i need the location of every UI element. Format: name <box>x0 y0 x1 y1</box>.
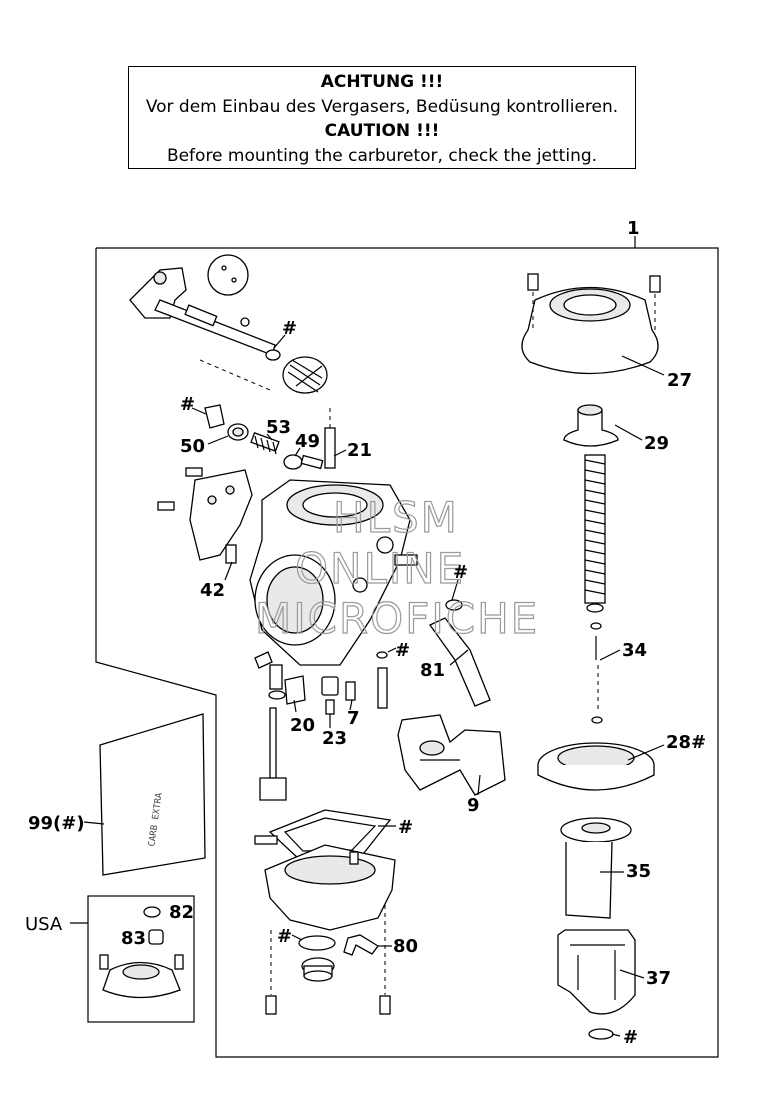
part-35-slide <box>560 817 632 919</box>
label-hash-jet: # <box>395 640 410 661</box>
part-throttle-shaft <box>129 254 276 391</box>
part-53-spring <box>250 432 280 455</box>
label-49: 49 <box>295 431 320 452</box>
label-hash-top: # <box>282 318 297 339</box>
leader-lines <box>70 334 665 1037</box>
label-82: 82 <box>169 902 194 923</box>
label-23: 23 <box>322 728 347 749</box>
part-carburetor-body <box>249 479 418 666</box>
part-return-spring <box>265 349 328 394</box>
part-mixture-screw <box>259 707 287 801</box>
label-37: 37 <box>646 968 671 989</box>
label-21: 21 <box>347 440 372 461</box>
label-50: 50 <box>180 436 205 457</box>
usa-box <box>87 895 195 1023</box>
part-29-spring-seat <box>563 404 619 447</box>
label-1: 1 <box>627 218 640 239</box>
label-hash-gasket: # <box>398 817 413 838</box>
label-29: 29 <box>644 433 669 454</box>
part-bracket <box>157 467 253 564</box>
label-53: 53 <box>266 417 291 438</box>
watermark-line-3: MICROFICHE <box>255 594 539 643</box>
part-20-starter-plunger <box>268 664 306 705</box>
part-9-float <box>397 714 506 796</box>
caution-heading-en: CAUTION !!! <box>324 121 440 141</box>
label-80: 80 <box>393 936 418 957</box>
part-bowl-screws <box>265 905 391 1015</box>
label-hash-mid: # <box>453 562 468 583</box>
label-hash-50: # <box>180 394 195 415</box>
part-49-needle-valve <box>283 454 324 470</box>
watermark: HLSM ONLINE MICROFICHE <box>254 492 539 643</box>
caution-heading-de: ACHTUNG !!! <box>320 72 444 92</box>
watermark-line-2: ONLINE <box>295 544 465 593</box>
part-drain-plug <box>298 935 336 982</box>
part-spring <box>584 454 606 604</box>
watermark-line-1: HLSM <box>333 493 459 542</box>
label-42: 42 <box>200 580 225 601</box>
part-50-jet-holder <box>204 404 249 441</box>
part-float-bowl-gasket <box>268 809 392 861</box>
label-28: 28# <box>666 732 706 753</box>
part-80-drain-hose <box>343 934 379 956</box>
part-81-vent-hose <box>429 599 491 707</box>
label-20: 20 <box>290 715 315 736</box>
label-27: 27 <box>667 370 692 391</box>
label-usa: USA <box>25 914 63 935</box>
label-7: 7 <box>347 708 360 729</box>
part-27-top-cap <box>521 273 661 375</box>
caution-text-de: Vor dem Einbau des Vergasers, Bedüsung k… <box>145 96 619 117</box>
label-9: 9 <box>467 795 480 816</box>
label-hash-oring: # <box>277 926 292 947</box>
part-28-diaphragm <box>537 742 655 791</box>
label-35: 35 <box>626 861 651 882</box>
label-hash-bottom: # <box>623 1027 638 1048</box>
label-83: 83 <box>121 928 146 949</box>
part-82-83-usa-cap <box>99 906 184 999</box>
part-34-jet-needle <box>586 603 604 724</box>
part-99-parts-bag: CARB EXTRA <box>99 713 206 876</box>
assembly-frame <box>95 247 719 1058</box>
label-81: 81 <box>420 660 445 681</box>
caution-notice: ACHTUNG !!! Vor dem Einbau des Vergasers… <box>128 66 636 169</box>
label-99: 99(#) <box>28 813 85 834</box>
part-37-slide-housing <box>557 929 636 1040</box>
caution-text-en: Before mounting the carburetor, check th… <box>166 145 598 166</box>
label-34: 34 <box>622 640 647 661</box>
part-21-pilot-jet <box>324 408 336 469</box>
part-float-bowl <box>254 835 396 931</box>
